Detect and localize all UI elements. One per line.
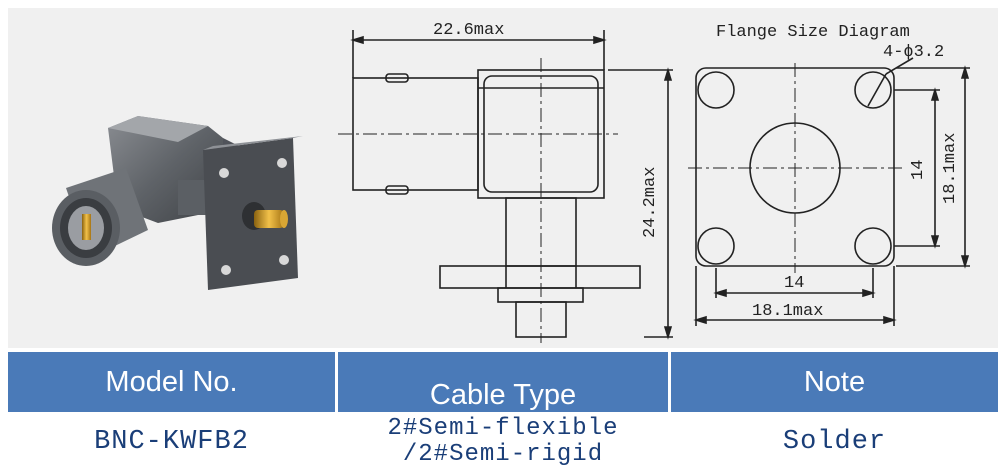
cell-note: Solder [671,414,998,469]
table-row: BNC-KWFB2 2#Semi-flexible /2#Semi-rigid … [8,414,998,469]
cable-line-1: 2#Semi-flexible [387,414,619,442]
height-max-label: 24.2max [641,167,660,238]
technical-drawing: 22.6max 24.2max Flange Size Diagram 4-ϕ3… [52,21,970,343]
drawing-panel: 22.6max 24.2max Flange Size Diagram 4-ϕ3… [8,8,998,348]
flange-view [688,57,970,326]
flange-height-max-label: 18.1max [941,133,960,204]
header-model-no: Model No. [8,352,335,412]
connector-render-image [52,116,303,290]
cell-model: BNC-KWFB2 [8,414,335,469]
width-max-label: 22.6max [433,21,504,40]
header-cable-type: Cable Type [338,352,668,412]
cable-line-2: /2#Semi-rigid [402,440,604,468]
header-note: Note [671,352,998,412]
hole-pitch-vertical-label: 14 [909,160,928,180]
hole-pitch-horizontal-label: 14 [784,274,804,293]
flange-width-max-label: 18.1max [752,302,823,321]
table-header-row: Model No. Cable Type Note [8,352,998,412]
cell-cable-type: 2#Semi-flexible /2#Semi-rigid [338,414,668,469]
hole-spec-label: 4-ϕ3.2 [883,43,944,62]
flange-title: Flange Size Diagram [716,23,910,42]
side-view [338,30,673,343]
spec-table: Model No. Cable Type Note BNC-KWFB2 2#Se… [8,352,998,469]
